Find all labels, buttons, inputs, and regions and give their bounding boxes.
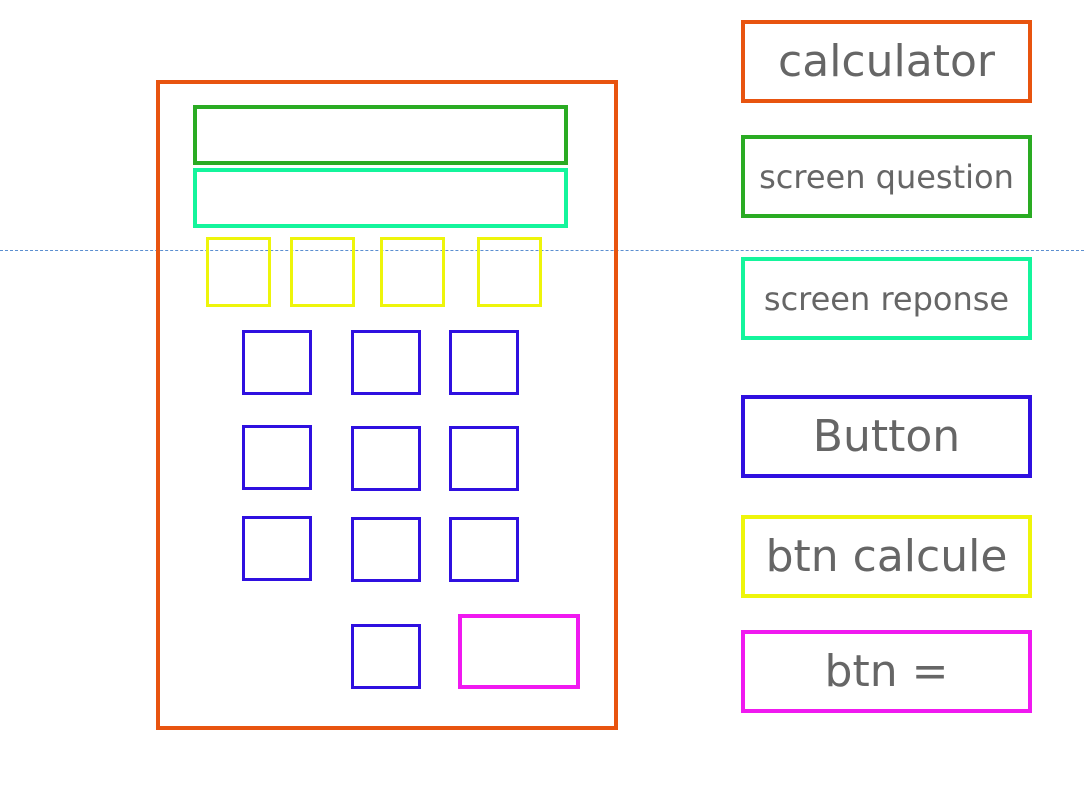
legend-screen-question-label: screen question	[759, 157, 1014, 196]
legend-btn-equals-label: btn =	[824, 646, 949, 697]
legend-btn-equals: btn =	[741, 630, 1032, 713]
legend-screen-question: screen question	[741, 135, 1032, 218]
number-button[interactable]	[351, 517, 421, 582]
number-button[interactable]	[242, 425, 312, 490]
calculator-frame	[156, 80, 618, 730]
number-button[interactable]	[242, 516, 312, 581]
number-button[interactable]	[242, 330, 312, 395]
legend-screen-response: screen reponse	[741, 257, 1032, 340]
legend-btn-calcule-label: btn calcule	[765, 531, 1008, 582]
legend-screen-response-label: screen reponse	[763, 279, 1010, 318]
btn-calcule-2[interactable]	[290, 237, 355, 307]
number-button[interactable]	[351, 330, 421, 395]
btn-calcule-3[interactable]	[380, 237, 445, 307]
legend-button-label: Button	[812, 411, 961, 462]
btn-calcule-4[interactable]	[477, 237, 542, 307]
legend-button: Button	[741, 395, 1032, 478]
legend-calculator-label: calculator	[778, 36, 995, 87]
legend-btn-calcule: btn calcule	[741, 515, 1032, 598]
number-button[interactable]	[351, 426, 421, 491]
legend-calculator: calculator	[741, 20, 1032, 103]
btn-calcule-1[interactable]	[206, 237, 271, 307]
number-button[interactable]	[449, 426, 519, 491]
screen-response	[193, 168, 568, 228]
number-button[interactable]	[449, 330, 519, 395]
dashed-guide-line	[0, 250, 1084, 251]
number-button[interactable]	[351, 624, 421, 689]
btn-equals[interactable]	[458, 614, 580, 689]
screen-question	[193, 105, 568, 165]
number-button[interactable]	[449, 517, 519, 582]
